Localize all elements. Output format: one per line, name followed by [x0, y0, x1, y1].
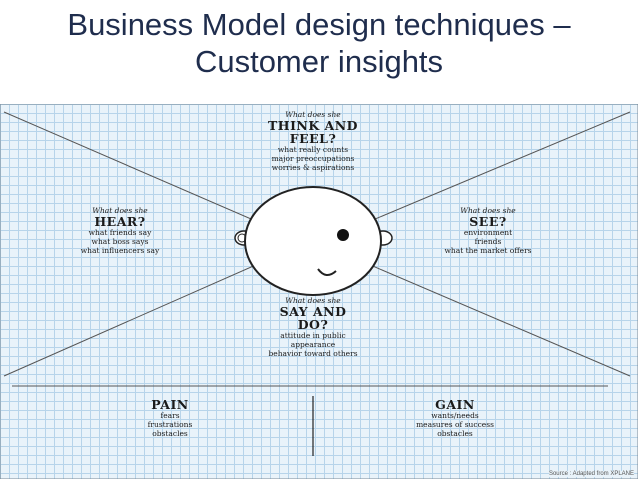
think-question: What does she — [285, 110, 341, 119]
see-item: environment — [463, 228, 513, 237]
head-illustration — [234, 186, 393, 296]
say-heading-line-2: DO? — [297, 317, 329, 332]
empathy-map: What does she THINK AND FEEL? what reall… — [0, 104, 638, 479]
gain-heading: GAIN — [435, 397, 475, 412]
think-item: worries & aspirations — [271, 163, 355, 172]
see-item: what the market offers — [444, 246, 532, 255]
see-question: What does she — [460, 206, 516, 215]
pain-item: fears — [160, 411, 180, 420]
say-item: appearance — [290, 340, 336, 349]
empathy-map-lines — [0, 104, 638, 479]
eye — [337, 229, 349, 241]
think-item: major preoccupations — [271, 154, 355, 163]
mouth — [317, 268, 337, 276]
think-heading-line-1: THINK AND — [267, 118, 359, 133]
pain-item: frustrations — [147, 420, 193, 429]
hear-heading: HEAR? — [94, 214, 146, 229]
hear-item: what influencers say — [80, 246, 160, 255]
think-heading-line-2: FEEL? — [289, 131, 337, 146]
say-item: behavior toward others — [268, 349, 358, 358]
hear-item: what friends say — [88, 228, 152, 237]
see-section: What does she SEE? environment friends w… — [420, 206, 556, 255]
pain-item: obstacles — [152, 429, 188, 438]
think-and-feel-section: What does she THINK AND FEEL? what reall… — [233, 110, 393, 172]
say-question: What does she — [285, 296, 341, 305]
hear-question: What does she — [92, 206, 148, 215]
pain-heading: PAIN — [151, 397, 189, 412]
see-heading: SEE? — [469, 214, 507, 229]
say-item: attitude in public — [280, 331, 346, 340]
pain-section: PAIN fears frustrations obstacles — [110, 398, 230, 438]
slide-title-line-1: Business Model design techniques – — [67, 7, 571, 42]
head-circle — [244, 186, 382, 296]
gain-item: obstacles — [437, 429, 473, 438]
see-item: friends — [474, 237, 502, 246]
gain-item: measures of success — [416, 420, 494, 429]
slide-title: Business Model design techniques – Custo… — [0, 6, 638, 80]
diagonal-top-right — [367, 111, 631, 223]
gain-section: GAIN wants/needs measures of success obs… — [390, 398, 520, 438]
say-heading-line-1: SAY AND — [279, 304, 347, 319]
hear-section: What does she HEAR? what friends say wha… — [50, 206, 190, 255]
gain-item: wants/needs — [431, 411, 479, 420]
slide-title-line-2: Customer insights — [194, 44, 444, 79]
diagonal-bottom-left — [3, 263, 259, 377]
diagonal-top-left — [3, 111, 259, 223]
source-credit: Source : Adapted from XPLANE — [548, 471, 634, 477]
say-and-do-section: What does she SAY AND DO? attitude in pu… — [233, 296, 393, 358]
diagonal-bottom-right — [367, 263, 631, 377]
think-item: what really counts — [277, 145, 349, 154]
hear-item: what boss says — [91, 237, 149, 246]
